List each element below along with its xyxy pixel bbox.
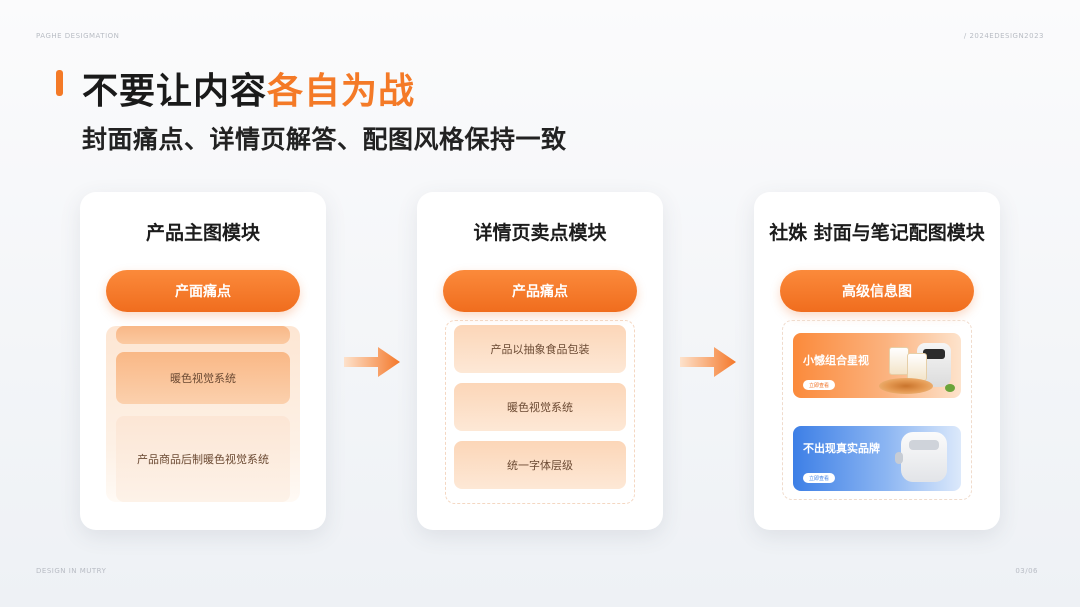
pain-point-pill: 产面痛点 (106, 270, 300, 312)
title-plain: 不要让内容 (82, 71, 268, 112)
garnish-image (945, 384, 955, 392)
page-subtitle: 封面痛点、详情页解答、配图风格保持一致 (82, 125, 567, 154)
banner-tag: 立即查看 (803, 473, 835, 483)
arrow-right-icon (344, 347, 400, 377)
card-main-image-module: 产品主图模块 产面痛点 暖色视觉系统 产品商品后制暖色视觉系统 (80, 192, 326, 530)
card-social-cover-module: 社姝 封面与笔记配图模块 高级信息图 小憾组合星视 立即查看 不出现真实品牌 立… (754, 192, 1000, 530)
title-accent: 各自为战 (267, 71, 416, 112)
card-content-panel: 小憾组合星视 立即查看 不出现真实品牌 立即查看 (782, 320, 972, 500)
pain-point-pill: 产品痛点 (443, 270, 637, 312)
arrow-right-icon (680, 347, 736, 377)
air-fryer-image (895, 432, 947, 482)
card-content-panel: 暖色视觉系统 产品商品后制暖色视觉系统 (106, 326, 300, 502)
card-detail-page-module: 详情页卖点模块 产品痛点 产品以抽象食品包装 暖色视觉系统 统一字体层级 (417, 192, 663, 530)
snack-bag-image (889, 347, 909, 375)
feature-box: 暖色视觉系统 (454, 383, 626, 431)
snack-bag-image (907, 353, 927, 381)
card-title: 详情页卖点模块 (473, 222, 607, 244)
infographic-pill: 高级信息图 (780, 270, 974, 312)
decorative-strip (116, 326, 290, 344)
card-content-panel: 产品以抽象食品包装 暖色视觉系统 统一字体层级 (445, 320, 635, 504)
banner-title: 小憾组合星视 (803, 354, 869, 367)
fried-food-plate-image (879, 378, 933, 394)
corner-label-top-left: PAGHE DESIGMATION (36, 32, 120, 40)
corner-label-top-right: / 2024EDESIGN2023 (963, 32, 1044, 40)
title-accent-bar (56, 70, 63, 96)
blue-promo-banner: 不出现真实品牌 立即查看 (793, 426, 961, 491)
page-title: 不要让内容各自为战 (82, 62, 415, 114)
feature-box: 统一字体层级 (454, 441, 626, 489)
card-title: 社姝 封面与笔记配图模块 (769, 222, 985, 244)
feature-box: 暖色视觉系统 (116, 352, 290, 404)
card-title: 产品主图模块 (145, 222, 260, 244)
orange-promo-banner: 小憾组合星视 立即查看 (793, 333, 961, 398)
banner-tag: 立即查看 (803, 380, 835, 390)
feature-box: 产品以抽象食品包装 (454, 325, 626, 373)
feature-box: 产品商品后制暖色视觉系统 (116, 416, 290, 502)
banner-title: 不出现真实品牌 (803, 442, 880, 455)
corner-label-bottom-left: DESIGN IN MUTRY (36, 567, 107, 575)
page-number: 03/06 (1015, 567, 1038, 575)
